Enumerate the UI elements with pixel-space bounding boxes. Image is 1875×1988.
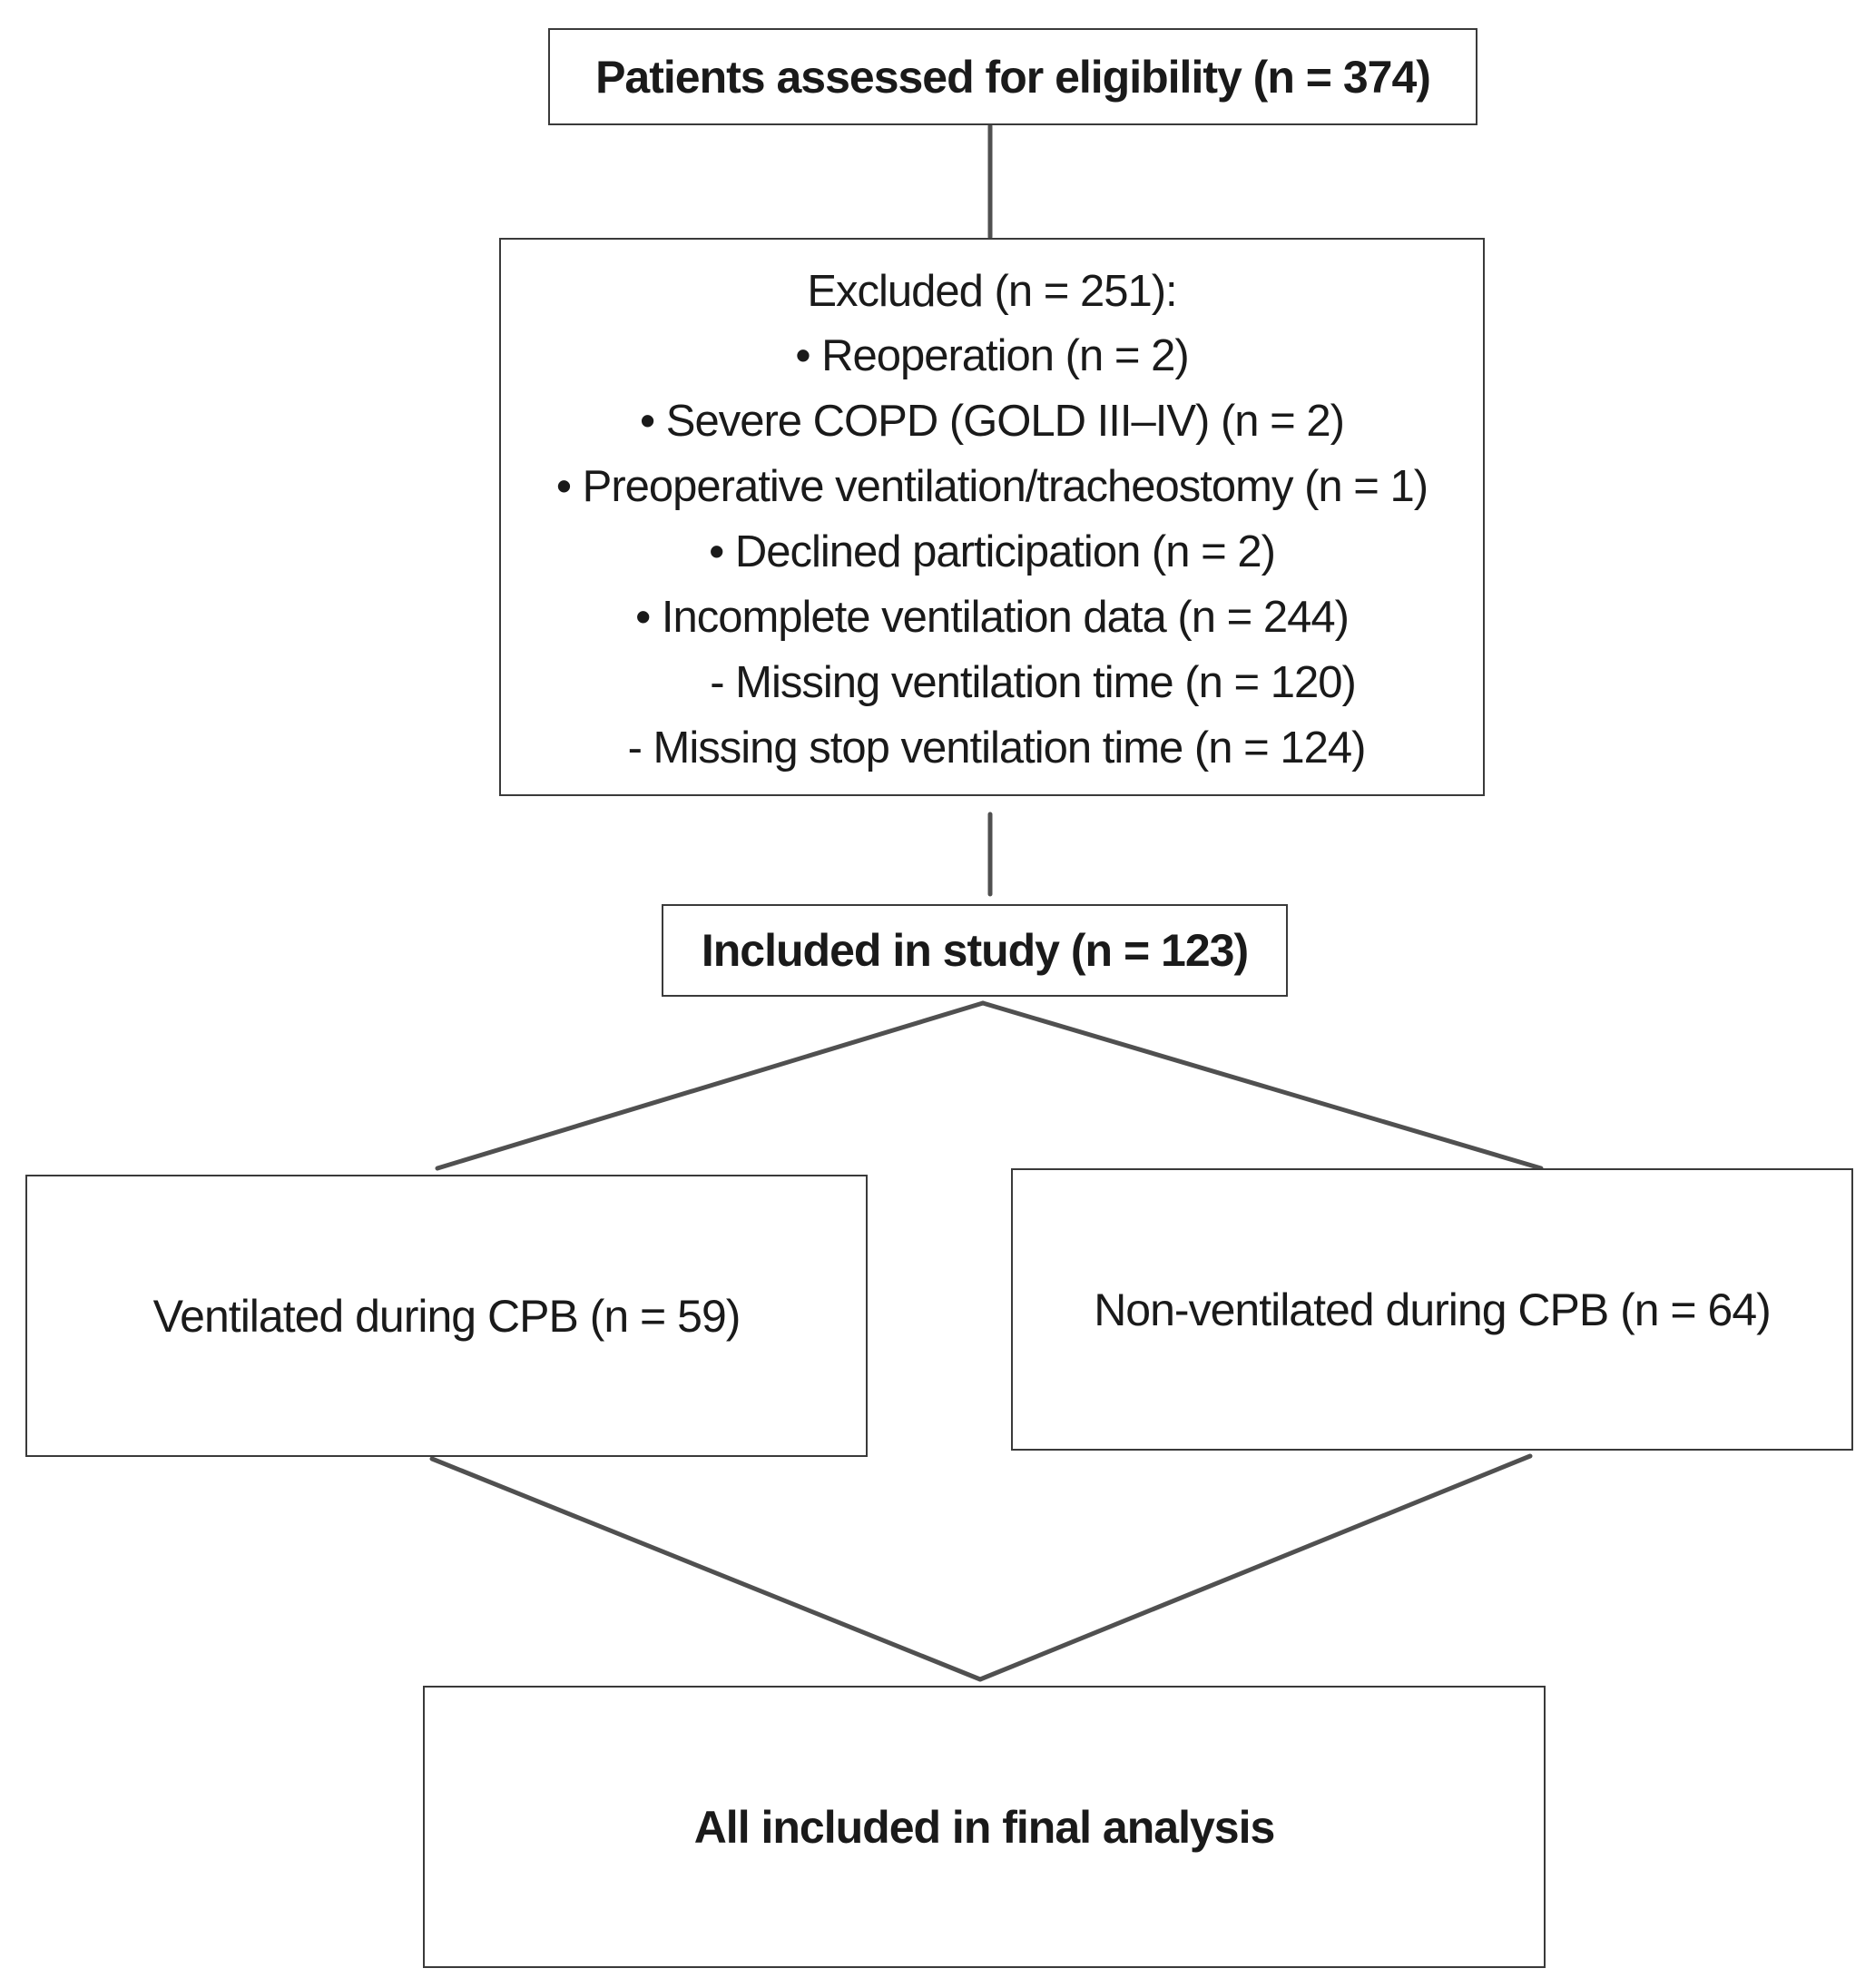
excluded-box: Excluded (n = 251): • Reoperation (n = 2… [499,238,1485,796]
excluded-reason-incomplete-data: • Incomplete ventilation data (n = 244) [635,593,1350,642]
excluded-reason-declined: • Declined participation (n = 2) [709,527,1276,576]
non-ventilated-label: Non-ventilated during CPB (n = 64) [1094,1284,1772,1335]
excluded-subreason-missing-ventilation-time: - Missing ventilation time (n = 120) [710,658,1357,707]
assessed-label: Patients assessed for eligibility (n = 3… [595,51,1431,103]
excluded-title: Excluded (n = 251): [807,267,1177,316]
excluded-reason-copd: • Severe COPD (GOLD III–IV) (n = 2) [640,397,1345,446]
non-ventilated-box: Non-ventilated during CPB (n = 64) [1011,1168,1853,1451]
connector-ventilated-to-final [429,1456,983,1682]
connector-included-to-nonventilated [980,1000,1544,1171]
assessed-box: Patients assessed for eligibility (n = 3… [548,28,1477,125]
ventilated-label: Ventilated during CPB (n = 59) [152,1290,741,1342]
included-label: Included in study (n = 123) [701,925,1249,976]
final-analysis-box: All included in final analysis [423,1686,1546,1968]
included-box: Included in study (n = 123) [662,904,1288,997]
connector-included-to-ventilated [435,1000,986,1171]
excluded-reason-reoperation: • Reoperation (n = 2) [795,331,1189,380]
excluded-reason-preoperative-ventilation: • Preoperative ventilation/tracheostomy … [555,462,1428,511]
connector-nonventilated-to-final [977,1453,1533,1682]
excluded-subreason-missing-stop-time: - Missing stop ventilation time (n = 124… [627,723,1367,773]
ventilated-box: Ventilated during CPB (n = 59) [25,1175,868,1457]
final-analysis-label: All included in final analysis [693,1801,1276,1853]
